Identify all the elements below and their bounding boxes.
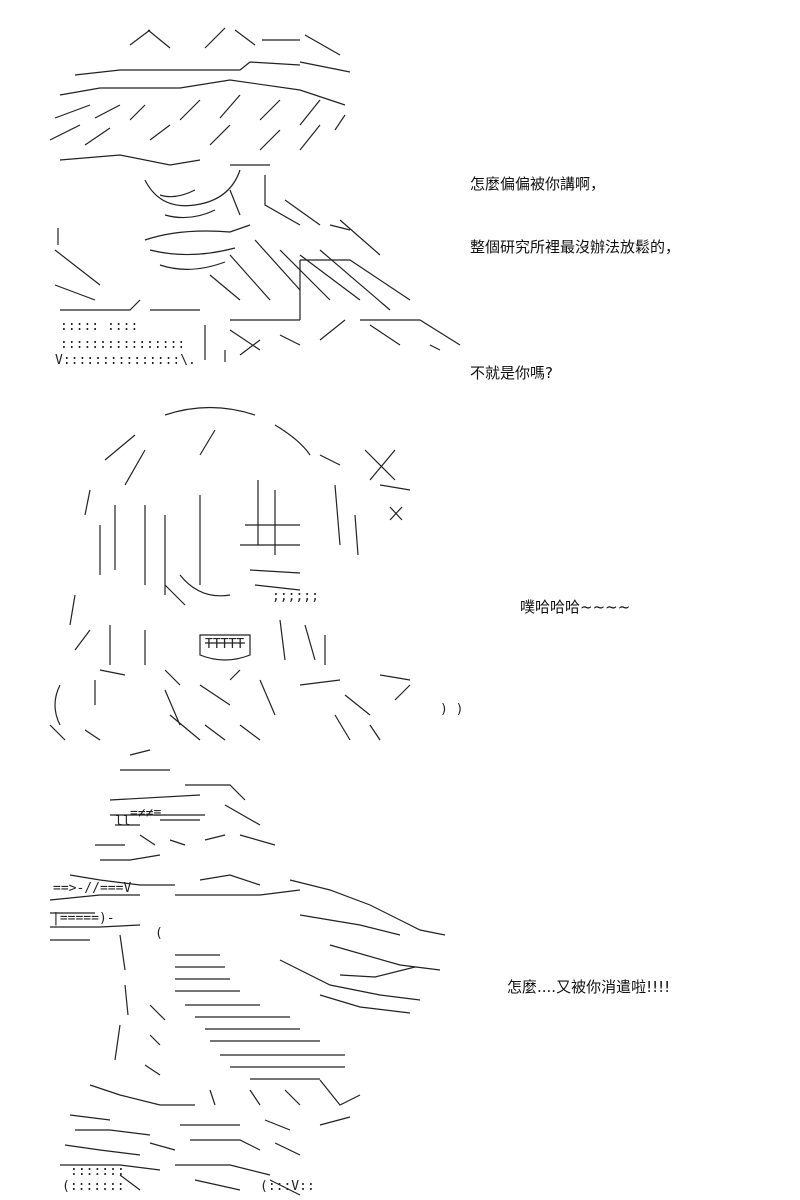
panel-3: ll =≠≠≡ ==>-//===V |=====)- ( ::::::: (:… [0,745,800,1200]
speech-text-1: 怎麼偏偏被你講啊， 整個研究所裡最沒辦法放鬆的， 不就是你嗎? [470,132,680,426]
ascii-art-character-with-wings: ll =≠≠≡ ==>-//===V |=====)- ( ::::::: (:… [49,749,446,1196]
speech-line: 怎麼....又被你消遣啦!!!! [507,978,671,996]
ascii-art-character-resting-on-arm: ::::: :::: :::::::::::::::: V:::::::::::… [49,27,461,368]
svg-text:(:::::::: (::::::: [62,1179,125,1194]
svg-text:=≠≠≡: =≠≠≡ [130,806,161,821]
svg-text:==>-//===V: ==>-//===V [53,881,131,896]
speech-line: 噗哈哈哈~~~~ [520,598,631,616]
svg-text:ll: ll [115,814,131,829]
panel-1: ::::: :::: :::::::::::::::: V:::::::::::… [0,0,800,382]
speech-text-3: 怎麼....又被你消遣啦!!!! [507,935,670,1040]
svg-text:V:::::::::::::::\.: V:::::::::::::::\. [55,353,196,368]
svg-text::::::::: ::::::: [70,1164,125,1179]
svg-text:::::: ::::: ::::: :::: [60,319,138,334]
speech-line: 不就是你嗎? [470,364,553,382]
svg-text:) ): ) ) [440,702,463,717]
svg-text:(: ( [155,926,163,941]
svg-text:TTTTT: TTTTT [205,637,244,652]
speech-line: 整個研究所裡最沒辦法放鬆的， [470,238,681,256]
speech-line: 怎麼偏偏被你講啊， [470,175,606,193]
panel-2: ) ) ;;;;;; TTTTT 噗哈哈哈~~~~ [0,395,800,745]
svg-text:::::::::::::::::: :::::::::::::::: [60,337,185,352]
svg-text:;;;;;;: ;;;;;; [272,589,319,604]
svg-text:(:::V::: (:::V:: [260,1179,315,1194]
ascii-art-character-laughing: ) ) ;;;;;; TTTTT [49,406,463,741]
speech-line [470,300,680,321]
speech-text-2: 噗哈哈哈~~~~ [520,555,630,660]
svg-text:|=====)-: |=====)- [52,911,115,926]
